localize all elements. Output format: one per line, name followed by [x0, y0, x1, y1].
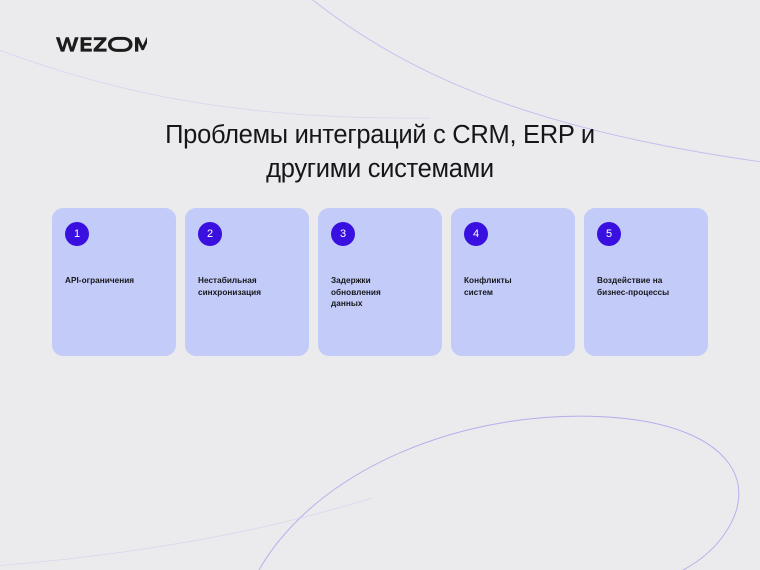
card-number-badge: 5 — [597, 222, 621, 246]
problem-card-5[interactable]: 5 Воздействие на бизнес-процессы — [584, 208, 708, 356]
card-number-badge: 1 — [65, 222, 89, 246]
decor-curve-upper-left — [0, 49, 431, 119]
card-label: API-ограничения — [65, 276, 135, 285]
card-number-badge: 2 — [198, 222, 222, 246]
page-title: Проблемы интеграций с CRM, ERP и другими… — [0, 118, 760, 186]
card-label: Конфликты систем — [464, 276, 512, 297]
decor-curve-ellipse-bottom — [258, 415, 740, 570]
problem-card-4[interactable]: 4 Конфликты систем — [451, 208, 575, 356]
problem-card-1[interactable]: 1 API-ограничения — [52, 208, 176, 356]
problem-card-3[interactable]: 3 Задержки обновления данных — [318, 208, 442, 356]
card-number-badge: 4 — [464, 222, 488, 246]
wezom-logo — [55, 32, 147, 56]
card-label: Нестабильная синхронизация — [198, 276, 262, 297]
page-title-line-1: Проблемы интеграций с CRM, ERP и — [165, 121, 595, 150]
decor-curve-bottom-left — [0, 497, 373, 566]
card-label: Воздействие на бизнес-процессы — [597, 276, 670, 297]
card-label: Задержки обновления данных — [331, 276, 381, 308]
problem-card-list: 1 API-ограничения 2 Нестабильная синхрон… — [52, 208, 708, 356]
problem-card-2[interactable]: 2 Нестабильная синхронизация — [185, 208, 309, 356]
card-number-badge: 3 — [331, 222, 355, 246]
page-title-line-2: другими системами — [266, 155, 494, 184]
wezom-logo-icon — [55, 36, 147, 52]
